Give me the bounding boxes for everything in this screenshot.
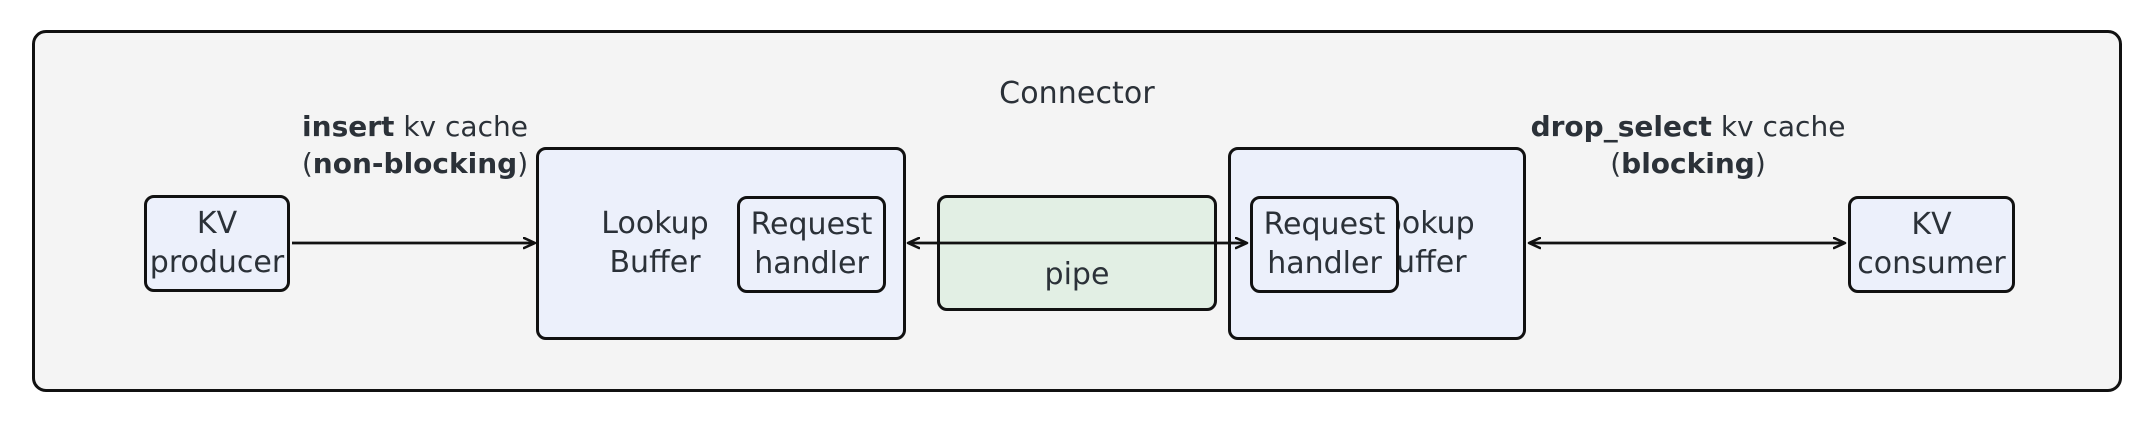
edge-label-drop-select-line2: (blocking) [1503,145,1873,182]
edge-label-insert-rest: kv cache [394,110,528,143]
edge-label-drop-select-line1: drop_select kv cache [1503,108,1873,145]
edge-label-drop-select: drop_select kv cache (blocking) [1503,108,1873,182]
node-kv-producer[interactable]: KV producer [144,195,290,292]
node-request-handler-right-label: Request handler [1263,207,1386,281]
edge-label-drop-select-paren-close: ) [1754,147,1766,181]
node-request-handler-left[interactable]: Request handler [737,196,886,293]
node-pipe[interactable]: pipe [937,195,1217,311]
node-lookup-buffer-left-label: Lookup Buffer [601,206,709,280]
edge-label-drop-select-mode: blocking [1621,147,1755,181]
edge-label-insert-line1: insert kv cache [240,108,590,145]
edge-label-insert-line2: (non-blocking) [240,145,590,182]
node-kv-consumer[interactable]: KV consumer [1848,196,2015,293]
node-request-handler-left-label: Request handler [750,207,873,281]
edge-label-drop-select-rest: kv cache [1711,110,1846,143]
edge-label-drop-select-paren-open: ( [1610,147,1622,181]
edge-label-insert-mode: non-blocking [312,147,518,181]
node-kv-consumer-label: KV consumer [1857,207,2006,281]
node-pipe-label: pipe [1044,256,1110,292]
connector-title: Connector [999,76,1155,111]
edge-label-insert: insert kv cache (non-blocking) [240,108,590,182]
edge-label-insert-paren-close: ) [517,147,529,181]
edge-label-insert-keyword: insert [302,110,395,143]
node-kv-producer-label: KV producer [149,206,285,280]
edge-label-drop-select-keyword: drop_select [1530,110,1712,143]
node-request-handler-right[interactable]: Request handler [1250,196,1399,293]
edge-label-insert-paren-open: ( [301,147,313,181]
